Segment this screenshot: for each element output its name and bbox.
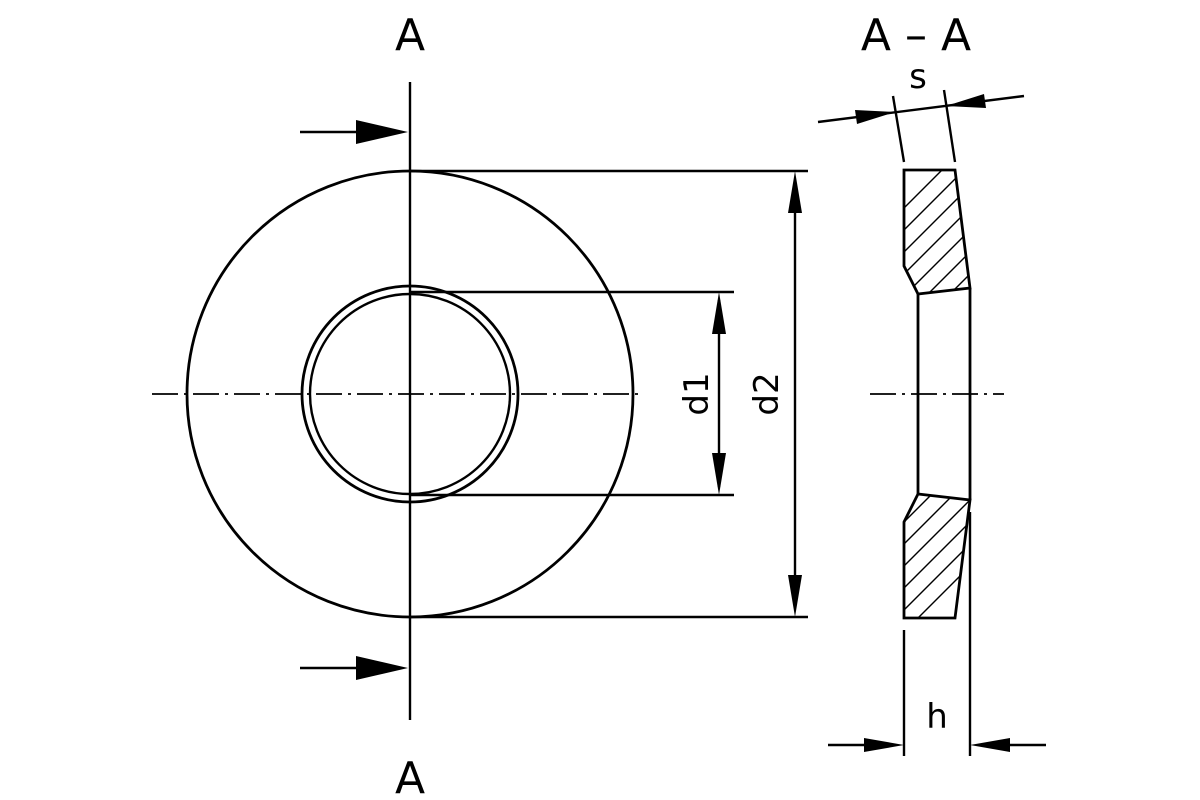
section-upper-hatching: [904, 170, 970, 294]
d1-arrow-top: [712, 292, 726, 334]
front-view: A A: [152, 10, 640, 800]
section-label-bottom: A: [395, 753, 425, 800]
section-arrow-top-head: [356, 120, 408, 144]
diameter-dimensions: d1 d2: [410, 169, 808, 619]
s-arrow-left: [855, 110, 895, 124]
section-lower-hatching: [904, 494, 970, 618]
d2-label: d2: [747, 372, 787, 415]
d2-arrow-top: [788, 171, 802, 213]
s-extension-left: [891, 95, 906, 163]
h-arrow-left: [864, 738, 904, 752]
d1-label: d1: [677, 372, 717, 415]
s-label: s: [909, 57, 927, 97]
section-arrow-bottom-head: [356, 656, 408, 680]
d2-arrow-bottom: [788, 575, 802, 617]
section-label-top: A: [395, 10, 425, 61]
section-upper-profile: [902, 168, 972, 296]
h-arrow-right: [970, 738, 1010, 752]
h-label: h: [926, 697, 948, 737]
s-dimension-line: [817, 94, 1025, 124]
section-view: A – A s: [817, 10, 1046, 756]
d1-arrow-bottom: [712, 453, 726, 495]
section-lower-profile: [902, 492, 972, 620]
s-extension-right: [942, 89, 957, 163]
s-arrow-right: [946, 94, 986, 108]
section-view-title: A – A: [861, 10, 971, 61]
